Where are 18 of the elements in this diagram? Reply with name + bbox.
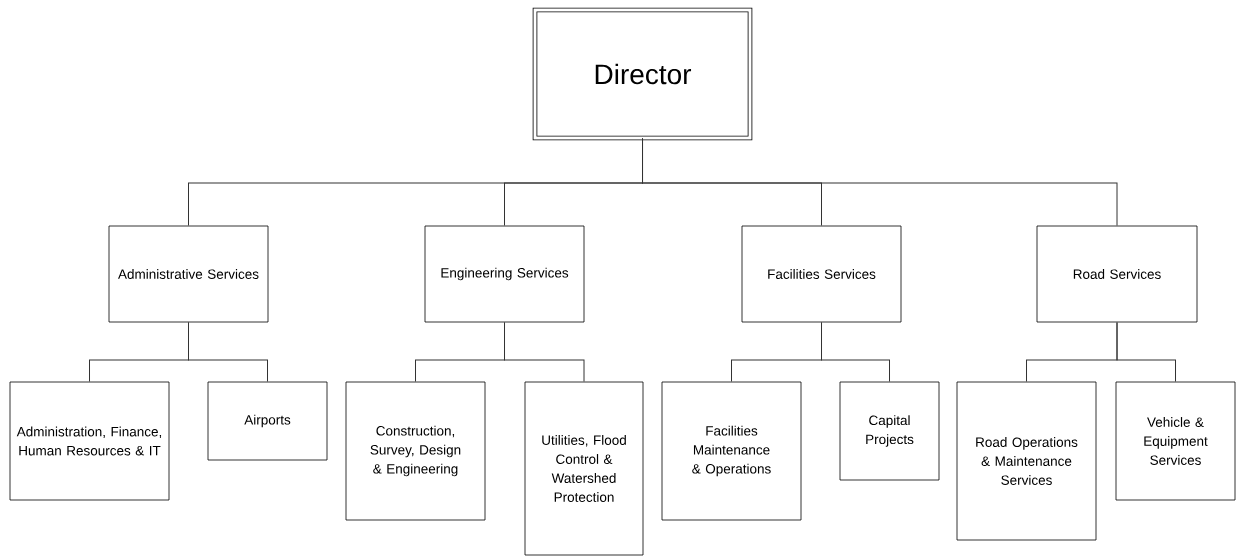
unit-box: Vehicle & Equipment Services bbox=[1115, 381, 1236, 501]
connector-line bbox=[821, 321, 890, 383]
director-box: Director bbox=[532, 7, 753, 141]
department-box: Road Services bbox=[1036, 225, 1198, 323]
department-box: Engineering Services bbox=[424, 225, 585, 323]
unit-box: Administration, Finance, Human Resources & IT bbox=[9, 381, 170, 501]
unit-box: Road Operations & Maintenance Services bbox=[956, 381, 1097, 541]
connector-line bbox=[1116, 321, 1176, 383]
unit-box: Utilities, Flood Control & Watershed Protection bbox=[524, 381, 644, 556]
department-box: Administrative Services bbox=[108, 225, 269, 323]
connector-line bbox=[504, 321, 585, 383]
department-box: Facilities Services bbox=[741, 225, 902, 323]
unit-box: Airports bbox=[207, 381, 328, 461]
unit-box: Capital Projects bbox=[839, 381, 940, 481]
unit-box: Construction, Survey, Design & Engineering bbox=[345, 381, 486, 521]
unit-box: Facilities Maintenance & Operations bbox=[661, 381, 802, 521]
connector-line bbox=[642, 137, 1118, 227]
connector-line bbox=[188, 321, 268, 383]
